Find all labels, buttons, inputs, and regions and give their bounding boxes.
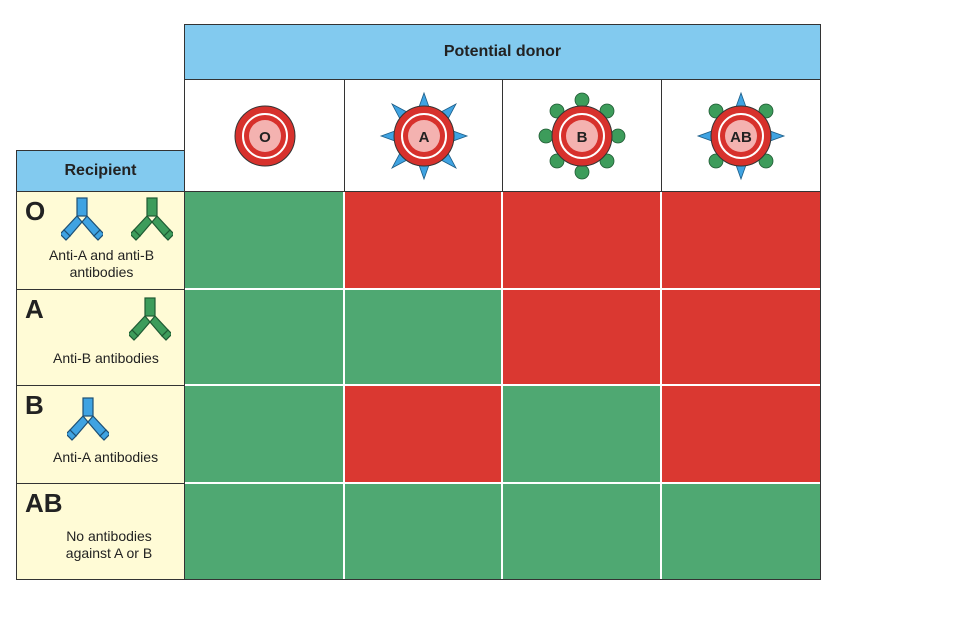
recipient-ab-description-line: against A or B xyxy=(65,545,153,561)
anti-b-antibody-icon xyxy=(129,297,171,341)
recipient-a-description: Anti-B antibodies xyxy=(53,350,159,366)
compat-cell-recipient-b-donor-ab xyxy=(662,386,821,484)
recipient-o-description-line: Anti-A and anti-B xyxy=(48,247,155,263)
donor-ab-red-cell-icon: AB xyxy=(696,91,786,180)
compat-cell-recipient-o-donor-o xyxy=(184,192,345,290)
compat-cell-recipient-a-donor-ab xyxy=(662,290,821,386)
recipient-ab-description: No antibodies against A or B xyxy=(39,528,179,562)
donor-b-label: B xyxy=(577,129,588,146)
donor-a-cell: A xyxy=(345,80,503,192)
compat-cell-recipient-ab-donor-b xyxy=(503,484,662,580)
compat-cell-recipient-a-donor-a xyxy=(345,290,503,386)
compat-cell-recipient-a-donor-b xyxy=(503,290,662,386)
compat-cell-recipient-ab-donor-ab xyxy=(662,484,821,580)
recipient-a-cell: A Anti-B antibodies xyxy=(16,290,185,386)
donor-ab-label: AB xyxy=(730,129,752,146)
recipient-ab-cell: AB No antibodies against A or B xyxy=(16,484,185,580)
compat-cell-recipient-a-donor-o xyxy=(184,290,345,386)
recipient-o-description: Anti-A and anti-B antibodies xyxy=(17,247,186,281)
compat-cell-recipient-ab-donor-o xyxy=(184,484,345,580)
donor-b-cell: B xyxy=(503,80,662,192)
anti-b-antibody-icon xyxy=(131,197,173,241)
compat-cell-recipient-b-donor-b xyxy=(503,386,662,484)
compat-cell-recipient-o-donor-b xyxy=(503,192,662,290)
compat-cell-recipient-o-donor-ab xyxy=(662,192,821,290)
donor-b-red-cell-icon: B xyxy=(538,92,626,179)
anti-a-antibody-icon xyxy=(67,397,109,441)
recipient-o-description-line: antibodies xyxy=(69,264,134,280)
recipient-label: Recipient xyxy=(64,162,137,179)
recipient-ab-description-line: No antibodies xyxy=(66,528,152,544)
donor-o-label: O xyxy=(259,129,271,146)
recipient-o-type: O xyxy=(25,196,46,226)
potential-donor-label: Potential donor xyxy=(443,43,562,60)
recipient-b-type: B xyxy=(25,390,44,420)
recipient-a-type: A xyxy=(25,294,44,324)
recipient-b-cell: B Anti-A antibodies xyxy=(16,386,185,484)
compat-cell-recipient-b-donor-a xyxy=(345,386,503,484)
recipient-ab-type: AB xyxy=(25,488,63,518)
donor-a-label: A xyxy=(418,129,429,146)
recipient-header: Recipient xyxy=(16,150,185,192)
anti-a-antibody-icon xyxy=(61,197,103,241)
compat-cell-recipient-b-donor-o xyxy=(184,386,345,484)
donor-a-red-cell-icon: A xyxy=(379,91,468,180)
donor-ab-cell: AB xyxy=(662,80,821,192)
potential-donor-header: Potential donor xyxy=(184,24,821,80)
recipient-b-description: Anti-A antibodies xyxy=(53,449,159,465)
compat-cell-recipient-o-donor-a xyxy=(345,192,503,290)
compat-cell-recipient-ab-donor-a xyxy=(345,484,503,580)
donor-o-red-cell-icon: O xyxy=(234,105,295,166)
donor-o-cell: O xyxy=(184,80,345,192)
recipient-o-cell: O Anti-A and anti-B antibodies xyxy=(16,192,185,290)
